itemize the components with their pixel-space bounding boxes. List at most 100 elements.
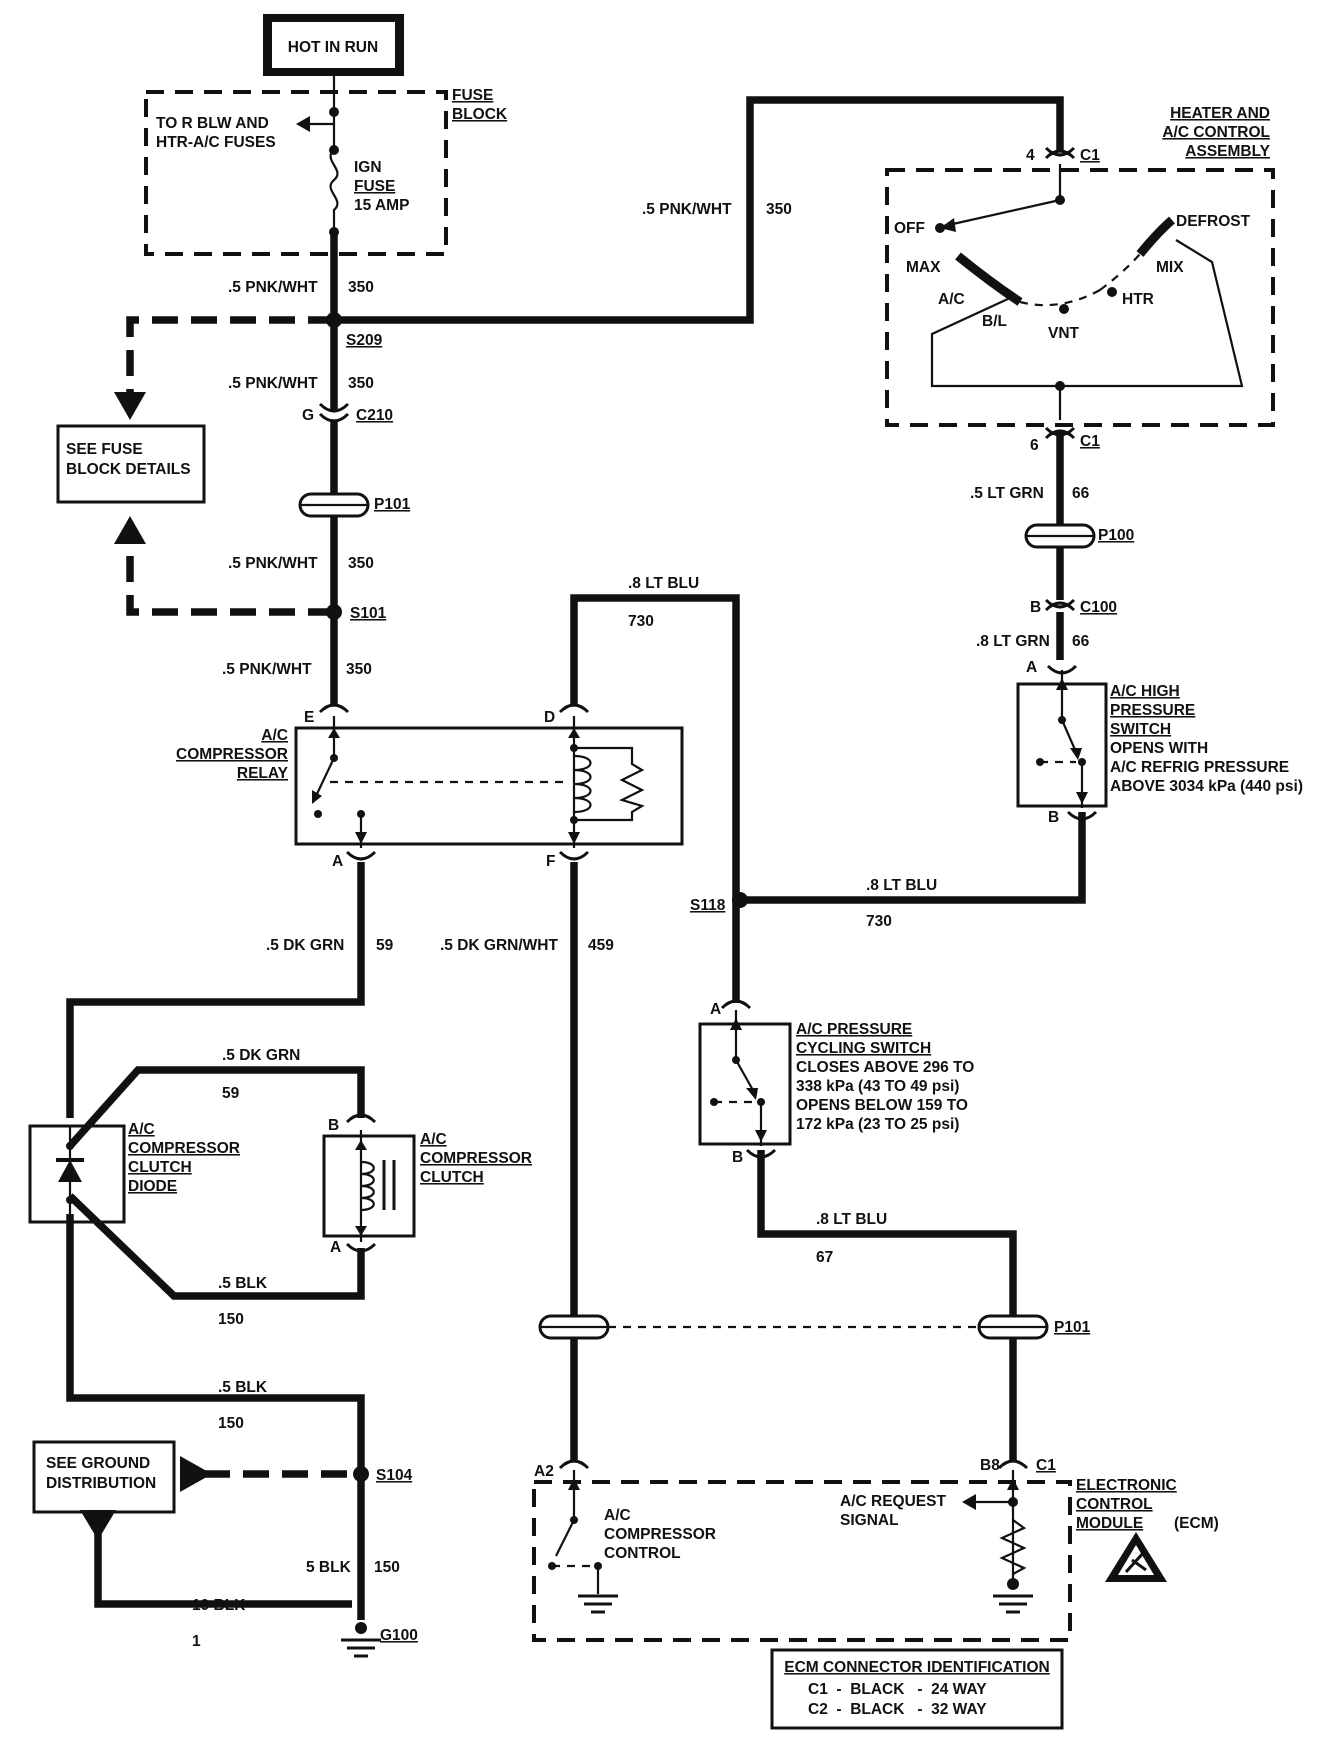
- label-wires-w59-b: .5 DK GRN: [222, 1047, 300, 1064]
- label-labels-clutch-diode-0: A/C: [128, 1121, 155, 1138]
- label-wires-w459: .5 DK GRN/WHT: [440, 937, 559, 954]
- label-labels-selector-htr: HTR: [1122, 291, 1154, 308]
- label-labels-selector-bl: B/L: [982, 313, 1007, 330]
- label-wires-w459-num: 459: [588, 937, 614, 954]
- label-labels-clutch-diode-1: COMPRESSOR: [128, 1140, 240, 1157]
- label-connectors-pin-e: E: [304, 709, 314, 726]
- diode-icon: [56, 1126, 84, 1222]
- label-wires-w350-a: .5 PNK/WHT: [228, 279, 318, 296]
- label-labels-fuse-block-0: FUSE: [452, 87, 493, 104]
- label-labels-heater-assembly-2: ASSEMBLY: [1185, 143, 1270, 160]
- label-labels-ac-request-0: A/C REQUEST: [840, 1493, 946, 1510]
- label-connectors-pin-g: G: [302, 407, 314, 424]
- cycling-switch-box: [698, 1022, 792, 1146]
- splice-s104: [353, 1466, 369, 1482]
- arrow-up-icon: [114, 516, 146, 544]
- label-connectors-p100: P100: [1098, 527, 1134, 544]
- label-labels-selector-vnt: VNT: [1048, 325, 1080, 342]
- label-wires-w350-e-num: 350: [766, 201, 792, 218]
- label-labels-cycling-switch-3: 338 kPa (43 TO 49 psi): [796, 1078, 959, 1095]
- label-wires-w67: .8 LT BLU: [816, 1211, 887, 1228]
- label-connectors-pin-d: D: [544, 709, 555, 726]
- label-labels-ecm-1: CONTROL: [1076, 1496, 1153, 1513]
- label-connectors-g100: G100: [380, 1627, 418, 1644]
- label-labels-cycling-switch-5: 172 kPa (23 TO 25 psi): [796, 1116, 959, 1133]
- label-labels-compressor-control-1: COMPRESSOR: [604, 1526, 716, 1543]
- see-ground-box: [32, 1440, 176, 1514]
- clutch-diode-box: [28, 1124, 126, 1224]
- label-labels-compressor-relay-1: COMPRESSOR: [176, 746, 288, 763]
- label-labels-heater-assembly-0: HEATER AND: [1170, 105, 1270, 122]
- label-wires-w350-d-num: 350: [346, 661, 372, 678]
- label-connectors-s118: S118: [690, 897, 726, 914]
- label-labels-ign-fuse-0: IGN: [354, 159, 382, 176]
- label-connectors-s104: S104: [376, 1467, 413, 1484]
- label-wires-w350-b: .5 PNK/WHT: [228, 375, 318, 392]
- ecm-internals: [548, 1470, 1167, 1614]
- label-connectors-pin-a: A: [710, 1001, 721, 1018]
- label-labels-compressor-clutch-0: A/C: [420, 1131, 447, 1148]
- label-labels-high-pressure-switch-4: A/C REFRIG PRESSURE: [1110, 759, 1289, 776]
- ecm-id-box: [770, 1648, 1064, 1730]
- label-labels-ecm-id-title: ECM CONNECTOR IDENTIFICATION: [784, 1659, 1050, 1676]
- label-connectors-p101: P101: [1054, 1319, 1091, 1336]
- label-labels-cycling-switch-1: CYCLING SWITCH: [796, 1040, 931, 1057]
- label-wires-w150-a: .5 BLK: [218, 1275, 268, 1292]
- ground-triangle-down-icon: [80, 1510, 116, 1540]
- grommets: [298, 492, 1096, 1340]
- label-wires-w350-e: .5 PNK/WHT: [642, 201, 732, 218]
- label-wires-w150-c-num: 150: [374, 1559, 400, 1576]
- label-labels-ecm-id-rows-0: C1 - BLACK - 24 WAY: [808, 1681, 987, 1698]
- label-connectors-pin-4: 4: [1026, 147, 1035, 164]
- relay-internals: [312, 716, 645, 848]
- label-labels-ecm-2: MODULE: [1076, 1515, 1143, 1532]
- label-labels-compressor-clutch-1: COMPRESSOR: [420, 1150, 532, 1167]
- compressor-clutch-box: [322, 1134, 416, 1238]
- label-wires-w59-b-num: 59: [222, 1085, 240, 1102]
- label-wires-w59-a-num: 59: [376, 937, 394, 954]
- label-wires-w350-c: .5 PNK/WHT: [228, 555, 318, 572]
- label-labels-cycling-switch-2: CLOSES ABOVE 296 TO: [796, 1059, 974, 1076]
- label-labels-ecm-3: (ECM): [1174, 1515, 1219, 1532]
- label-wires-w350-d: .5 PNK/WHT: [222, 661, 312, 678]
- label-labels-cycling-switch-0: A/C PRESSURE: [796, 1021, 912, 1038]
- label-labels-selector-max: MAX: [906, 259, 941, 276]
- label-labels-see-fuse-block-1: BLOCK DETAILS: [66, 461, 191, 478]
- clutch-coil-icon: [355, 1130, 396, 1242]
- label-connectors-c1: C1: [1080, 433, 1100, 450]
- label-labels-clutch-diode-3: DIODE: [128, 1178, 177, 1195]
- label-labels-ac-request-1: SIGNAL: [840, 1512, 899, 1529]
- label-wires-w1: 19 BLK: [192, 1597, 246, 1614]
- label-wires-w730-b-num: 730: [866, 913, 892, 930]
- label-wires-w730-b: .8 LT BLU: [866, 877, 937, 894]
- label-connectors-pin-b8: B8: [980, 1457, 1000, 1474]
- fuse-block-box: [144, 90, 448, 256]
- label-connectors-pin-b: B: [732, 1149, 743, 1166]
- label-connectors-pin-f: F: [546, 853, 555, 870]
- selector-switch: [930, 164, 1244, 420]
- ground-g100-icon: [341, 1622, 381, 1658]
- label-labels-high-pressure-switch-3: OPENS WITH: [1110, 740, 1208, 757]
- label-connectors-pin-a2: A2: [534, 1463, 554, 1480]
- label-labels-to-rblw-1: HTR-A/C FUSES: [156, 134, 276, 151]
- label-labels-cycling-switch-4: OPENS BELOW 159 TO: [796, 1097, 968, 1114]
- label-wires-w150-c: 5 BLK: [306, 1559, 352, 1576]
- label-wires-w150-b: .5 BLK: [218, 1379, 268, 1396]
- label-wires-w730-a-num: 730: [628, 613, 654, 630]
- label-labels-compressor-relay-2: RELAY: [237, 765, 289, 782]
- label-connectors-pin-6: 6: [1030, 437, 1039, 454]
- label-wires-w67-num: 67: [816, 1249, 833, 1266]
- label-labels-heater-assembly-1: A/C CONTROL: [1162, 124, 1270, 141]
- label-labels-high-pressure-switch-5: ABOVE 3034 kPa (440 psi): [1110, 778, 1303, 795]
- labels: FUSE BLOCK TO R BLW AND HTR-A/C FUSES IG…: [46, 87, 1303, 1718]
- label-connectors-c1: C1: [1080, 147, 1100, 164]
- label-connectors-pin-b: B: [328, 1117, 339, 1134]
- cycling-switch-internals: [710, 1010, 767, 1146]
- splice-s118: [732, 892, 748, 908]
- label-wires-w150-b-num: 150: [218, 1415, 244, 1432]
- label-wires-w350-b-num: 350: [348, 375, 374, 392]
- label-connectors-c100: C100: [1080, 599, 1117, 616]
- label-connectors-s101: S101: [350, 605, 387, 622]
- label-labels-ecm-0: ELECTRONIC: [1076, 1477, 1177, 1494]
